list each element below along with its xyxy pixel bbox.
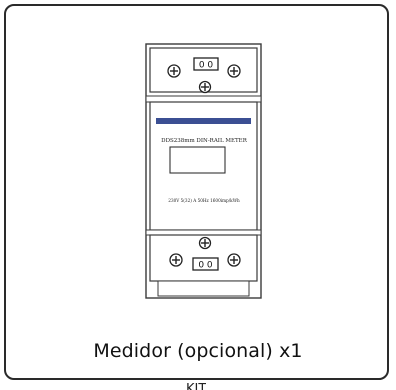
bottom-connector-label: 0 0 [198, 261, 213, 271]
rating-label: 230V 5(32) A 50Hz 1600imp/kWh [168, 198, 240, 203]
lcd-display [169, 146, 226, 174]
screw-icon [198, 236, 212, 250]
screw-icon [227, 64, 241, 78]
bottom-connector [192, 257, 219, 271]
screw-icon [167, 64, 181, 78]
top-terminal-block: 0 0 [149, 47, 258, 94]
meter-body: DDS238mm DIN-RAIL METER 230V 5(32) A 50H… [149, 101, 258, 231]
screw-icon [169, 253, 183, 267]
brand-label: DDS238mm DIN-RAIL METER [161, 138, 248, 144]
screw-icon [227, 253, 241, 267]
product-caption: Medidor (opcional) x1 [93, 340, 303, 362]
meter-illustration: 0 0 DDS238mm DIN-RAIL METER 230V 5(32) A… [145, 43, 262, 299]
top-connector [193, 57, 219, 71]
top-connector-label: 0 0 [199, 61, 214, 71]
screw-icon [198, 80, 212, 94]
brand-stripe [156, 118, 251, 124]
bottom-terminal-block: 0 0 [149, 234, 258, 282]
partial-caption: KIT [186, 382, 207, 390]
